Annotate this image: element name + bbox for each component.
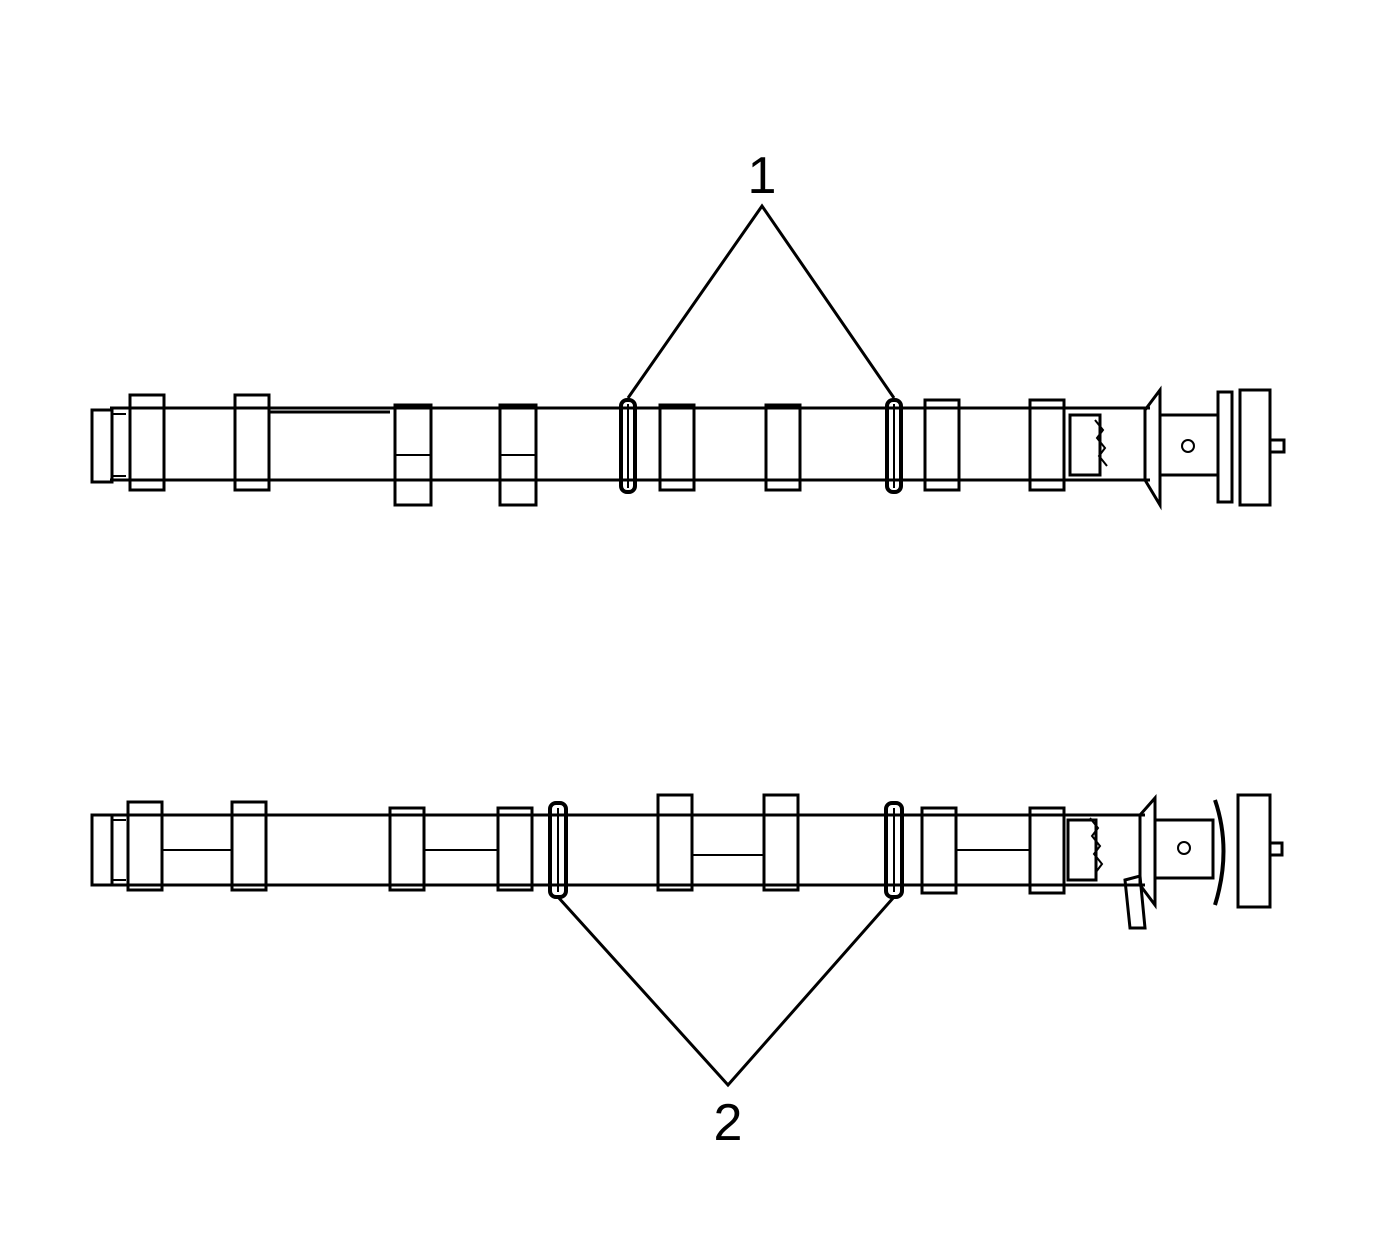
callout-1-label: 1 xyxy=(748,147,777,205)
upper-sprocket-end xyxy=(1068,385,1286,511)
callout-2-leader xyxy=(556,895,896,1088)
callout-1: 1 xyxy=(626,147,896,399)
upper-ring-left xyxy=(619,398,637,494)
callout-1-leader xyxy=(626,203,896,399)
lower-ring-left xyxy=(548,801,568,899)
lower-cam-lobes xyxy=(126,793,1066,895)
upper-cam-lobes xyxy=(128,393,1066,507)
upper-ring-right xyxy=(885,398,903,494)
upper-shaft-nose xyxy=(90,408,126,484)
callout-2: 2 xyxy=(556,895,896,1152)
lower-sprocket-end xyxy=(1066,793,1284,930)
callout-2-label: 2 xyxy=(714,1094,743,1152)
lower-shaft-nose xyxy=(90,813,126,887)
upper-camshaft xyxy=(90,385,1286,511)
lower-ring-right xyxy=(884,801,904,899)
lower-camshaft xyxy=(90,793,1284,930)
